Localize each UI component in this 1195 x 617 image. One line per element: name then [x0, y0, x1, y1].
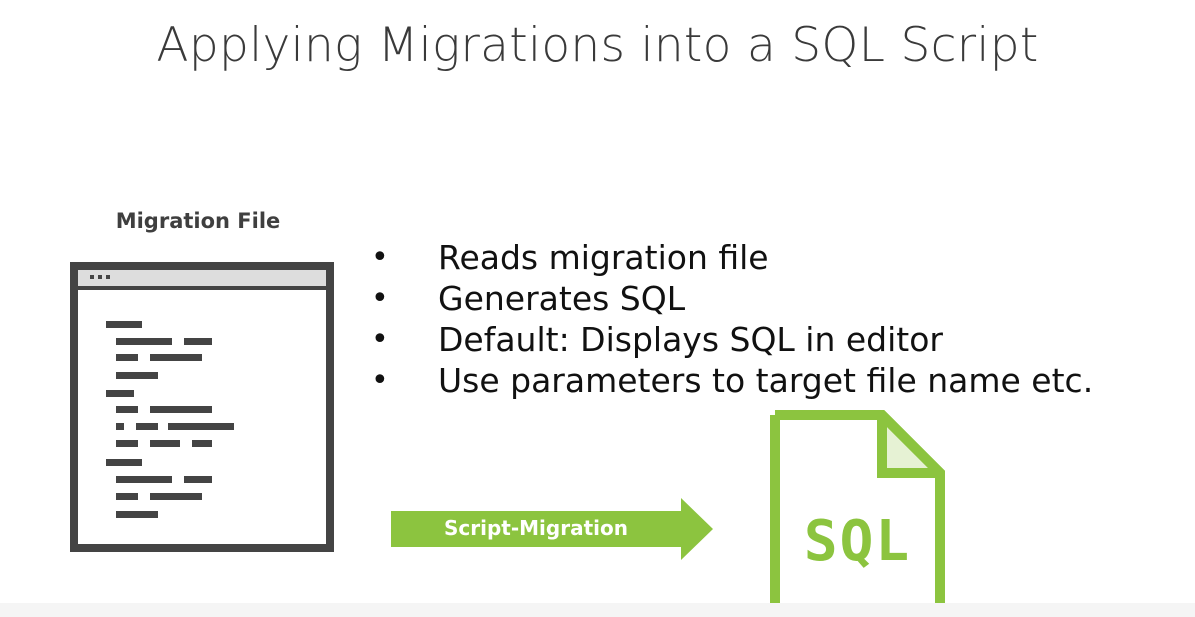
footer-band: [0, 603, 1195, 617]
bullet-item: • Reads migration file: [371, 237, 1093, 278]
slide-title: Applying Migrations into a SQL Script: [156, 18, 1039, 73]
bullet-text: Default: Displays SQL in editor: [438, 320, 943, 359]
bullet-text: Reads migration file: [438, 238, 769, 277]
bullet-text: Generates SQL: [438, 279, 686, 318]
sql-file-label: SQL: [803, 509, 912, 574]
migration-file-label: Migration File: [115, 209, 281, 233]
feature-bullet-list: • Reads migration file • Generates SQL • De…: [371, 237, 1093, 401]
bullet-item: • Generates SQL: [371, 278, 1093, 319]
sql-file-icon: [770, 410, 945, 617]
bullet-item: • Default: Displays SQL in editor: [371, 319, 1093, 360]
bullet-marker: •: [371, 322, 389, 357]
bullet-marker: •: [371, 363, 389, 398]
code-window-icon: [70, 262, 334, 552]
bullet-marker: •: [371, 281, 389, 316]
bullet-text: Use parameters to target file name etc.: [438, 361, 1094, 400]
bullet-marker: •: [371, 240, 389, 275]
arrow-right-icon: [391, 498, 713, 560]
bullet-item: • Use parameters to target file name etc.: [371, 360, 1093, 401]
script-migration-label: Script-Migration: [444, 516, 628, 540]
